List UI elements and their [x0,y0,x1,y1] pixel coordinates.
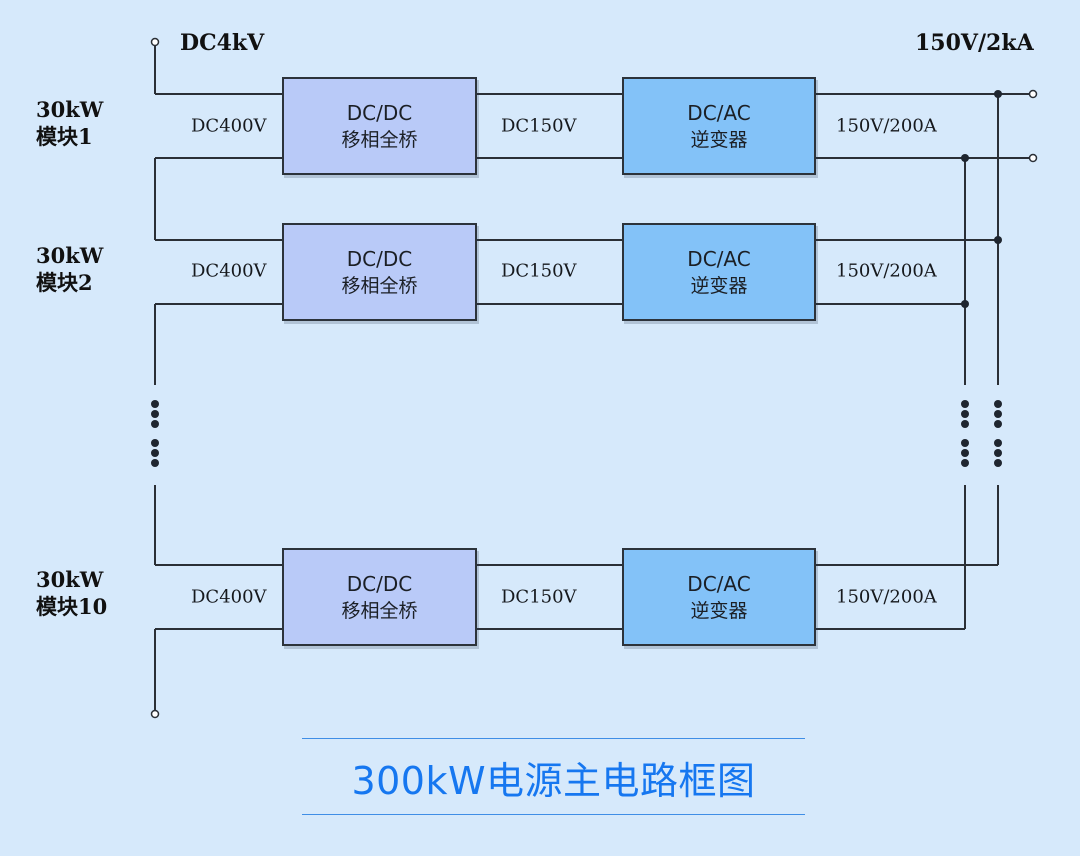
right-ellipsis-negative [961,400,969,467]
left-ellipsis [151,400,159,467]
module-2-input-voltage: DC400V [191,260,267,282]
module-10-inverter-block: DC/AC 逆变器 [622,548,816,646]
module-10-input-voltage: DC400V [191,586,267,608]
inverter-subtitle: 逆变器 [690,128,748,151]
dcdc-title: DC/DC [346,571,413,596]
output-terminal-top [1028,89,1038,99]
module-1-inverter-block: DC/AC 逆变器 [622,77,816,175]
caption-rule-top [302,738,805,739]
module-10-label: 30kW 模块10 [36,566,107,620]
caption-rule-bottom [302,814,805,815]
module-1-link-voltage: DC150V [501,115,577,137]
junction-node [961,300,969,308]
module-1-dcdc-block: DC/DC 移相全桥 [282,77,477,175]
inverter-title: DC/AC [687,100,751,125]
input-terminal-bottom [150,709,160,719]
inverter-subtitle: 逆变器 [690,599,748,622]
module-power: 30kW [36,243,104,268]
module-2-output-rating: 150V/200A [836,260,937,282]
dcdc-subtitle: 移相全桥 [341,128,418,151]
module-name: 模块2 [36,270,93,295]
module-name: 模块10 [36,594,108,619]
dcdc-title: DC/DC [346,100,413,125]
module-2-inverter-block: DC/AC 逆变器 [622,223,816,321]
module-2-link-voltage: DC150V [501,260,577,282]
output-rating-label: 150V/2kA [915,30,1034,56]
module-10-dcdc-block: DC/DC 移相全桥 [282,548,477,646]
input-terminal-top [150,37,160,47]
junction-node [994,236,1002,244]
input-voltage-label: DC4kV [180,30,265,56]
module-power: 30kW [36,567,104,592]
module-1-input-voltage: DC400V [191,115,267,137]
inverter-subtitle: 逆变器 [690,274,748,297]
dcdc-subtitle: 移相全桥 [341,599,418,622]
module-power: 30kW [36,97,104,122]
junction-node [994,90,1002,98]
diagram-caption: 300kW电源主电路框图 [351,758,756,803]
module-1-output-rating: 150V/200A [836,115,937,137]
module-2-label: 30kW 模块2 [36,242,103,296]
output-terminal-bottom [1028,153,1038,163]
dcdc-title: DC/DC [346,246,413,271]
module-10-link-voltage: DC150V [501,586,577,608]
dcdc-subtitle: 移相全桥 [341,274,418,297]
module-1-label: 30kW 模块1 [36,96,103,150]
junction-node [961,154,969,162]
inverter-title: DC/AC [687,246,751,271]
module-name: 模块1 [36,124,93,149]
module-2-dcdc-block: DC/DC 移相全桥 [282,223,477,321]
right-ellipsis-positive [994,400,1002,467]
inverter-title: DC/AC [687,571,751,596]
module-10-output-rating: 150V/200A [836,586,937,608]
